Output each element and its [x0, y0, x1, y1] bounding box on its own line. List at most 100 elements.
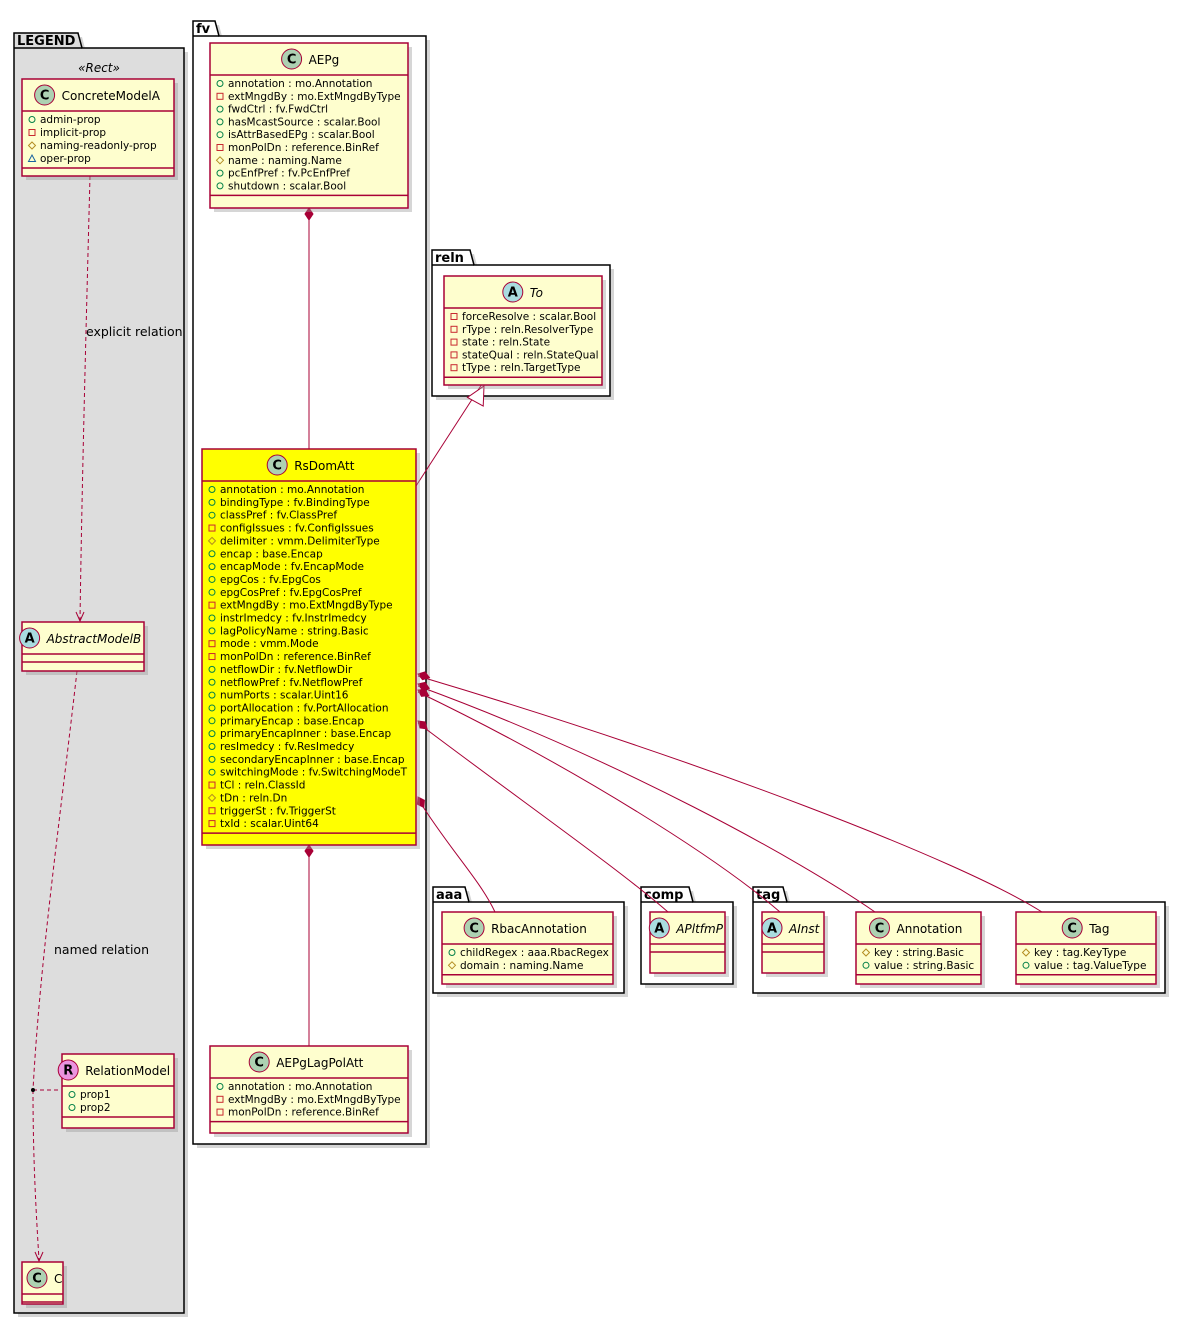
apltfmp-diamond	[417, 720, 428, 730]
public-visibility-icon	[208, 665, 216, 673]
package-frame	[13, 32, 185, 1314]
class-attribute: stateQual : reln.StateQual	[462, 349, 599, 361]
class-attribute: secondaryEncapInner : base.Encap	[220, 754, 405, 766]
private-visibility-icon	[208, 807, 216, 815]
class-kind-letter: C	[469, 922, 479, 937]
abstract-class-icon	[19, 627, 41, 649]
class-attribute: tCl : reln.ClassId	[220, 780, 305, 792]
public-visibility-icon	[208, 627, 216, 635]
relation-join-dot	[31, 1088, 35, 1092]
class-attribute: fwdCtrl : fv.FwdCtrl	[228, 104, 328, 116]
class-name: AEPgLagPolAtt	[276, 1056, 363, 1070]
class-attribute: hasMcastSource : scalar.Bool	[228, 116, 380, 128]
public-visibility-icon	[68, 1091, 76, 1098]
named-relation-edge	[32, 670, 78, 1091]
explicit-relation-arrowhead	[75, 611, 85, 623]
public-visibility-icon	[216, 105, 224, 113]
class-attribute: naming-readonly-prop	[40, 140, 157, 152]
class-icon	[1061, 917, 1083, 939]
class-attribute: prop1	[80, 1089, 111, 1101]
public-visibility-icon	[1022, 961, 1030, 969]
class-attribute: implicit-prop	[40, 127, 106, 139]
rsdomatt-rbacannotation-edge	[417, 798, 496, 913]
public-visibility-icon	[208, 768, 216, 776]
class-name: Tag	[1088, 922, 1109, 936]
rsdomatt-tag-edge	[417, 675, 1043, 913]
class-name: C	[54, 1272, 62, 1286]
class-attribute: tType : reln.TargetType	[462, 362, 581, 374]
public-visibility-icon	[208, 755, 216, 763]
class-attribute: portAllocation : fv.PortAllocation	[220, 702, 389, 714]
class-box	[61, 1053, 175, 1129]
class-attribute: resImedcy : fv.ResImedcy	[220, 741, 354, 753]
legend-stereotype: «Rect»	[78, 61, 120, 75]
protected-visibility-icon	[27, 141, 37, 150]
private-visibility-icon	[216, 92, 224, 100]
named-relation-label: named relation	[54, 942, 149, 957]
class-attribute: annotation : mo.Annotation	[228, 78, 372, 90]
package-title: comp	[644, 888, 684, 903]
class-kind-letter: C	[875, 922, 885, 937]
private-visibility-icon	[216, 1108, 224, 1116]
public-visibility-icon	[208, 743, 216, 750]
public-visibility-icon	[216, 182, 224, 190]
class-attribute: monPolDn : reference.BinRef	[220, 651, 371, 663]
class-attribute: oper-prop	[40, 153, 91, 165]
class-attribute: value : string.Basic	[874, 960, 974, 972]
class-attribute: extMngdBy : mo.ExtMngdByType	[220, 600, 393, 612]
private-visibility-icon	[450, 325, 458, 333]
class-attribute: forceResolve : scalar.Bool	[462, 311, 596, 323]
package-title: aaa	[436, 888, 462, 903]
class-attribute: key : string.Basic	[874, 947, 964, 959]
class-attribute: rType : reln.ResolverType	[462, 324, 593, 336]
class-kind-letter: C	[32, 1272, 42, 1287]
class-name: APltfmP	[675, 922, 723, 936]
class-name: ConcreteModelA	[62, 89, 161, 103]
private-visibility-icon	[208, 781, 216, 789]
private-visibility-icon	[450, 313, 458, 320]
protected-visibility-icon	[1021, 948, 1031, 957]
private-visibility-icon	[208, 640, 216, 648]
private-visibility-icon	[450, 338, 458, 346]
class-attribute: admin-prop	[40, 114, 101, 126]
private-visibility-icon	[450, 351, 458, 359]
annotation-diamond	[417, 681, 431, 691]
class-attribute: value : tag.ValueType	[1034, 960, 1146, 972]
class-name: AEPg	[309, 53, 340, 67]
class-attribute: domain : naming.Name	[460, 960, 583, 972]
class-name: RsDomAtt	[294, 459, 355, 473]
class-attribute: encapMode : fv.EncapMode	[220, 561, 364, 573]
class-icon	[26, 1267, 48, 1289]
package-legend: LEGEND	[13, 32, 188, 1317]
public-visibility-icon	[208, 498, 216, 506]
private-visibility-icon	[208, 820, 216, 828]
class-attribute: encap : base.Encap	[220, 548, 323, 560]
public-visibility-icon	[208, 550, 216, 558]
class-attribute: netflowDir : fv.NetflowDir	[220, 664, 353, 676]
public-visibility-icon	[208, 691, 216, 699]
class-attribute: epgCos : fv.EpgCos	[220, 574, 321, 586]
package-title: fv	[196, 22, 211, 37]
class-kind-letter: A	[654, 922, 664, 937]
class-attribute: annotation : mo.Annotation	[220, 484, 364, 496]
named-relation-edge-end	[32, 1089, 40, 1261]
class-icon	[248, 1051, 270, 1073]
class-attribute: primaryEncapInner : base.Encap	[220, 728, 392, 740]
aepg-composition-diamond	[304, 207, 314, 221]
class-icon	[869, 917, 890, 939]
public-visibility-icon	[862, 961, 870, 969]
public-visibility-icon	[216, 131, 224, 139]
class-attribute: numPorts : scalar.Uint16	[220, 690, 349, 702]
private-visibility-icon	[208, 524, 216, 532]
class-kind-letter: C	[272, 459, 282, 474]
public-visibility-icon	[208, 486, 216, 493]
class-name: Annotation	[897, 922, 963, 936]
